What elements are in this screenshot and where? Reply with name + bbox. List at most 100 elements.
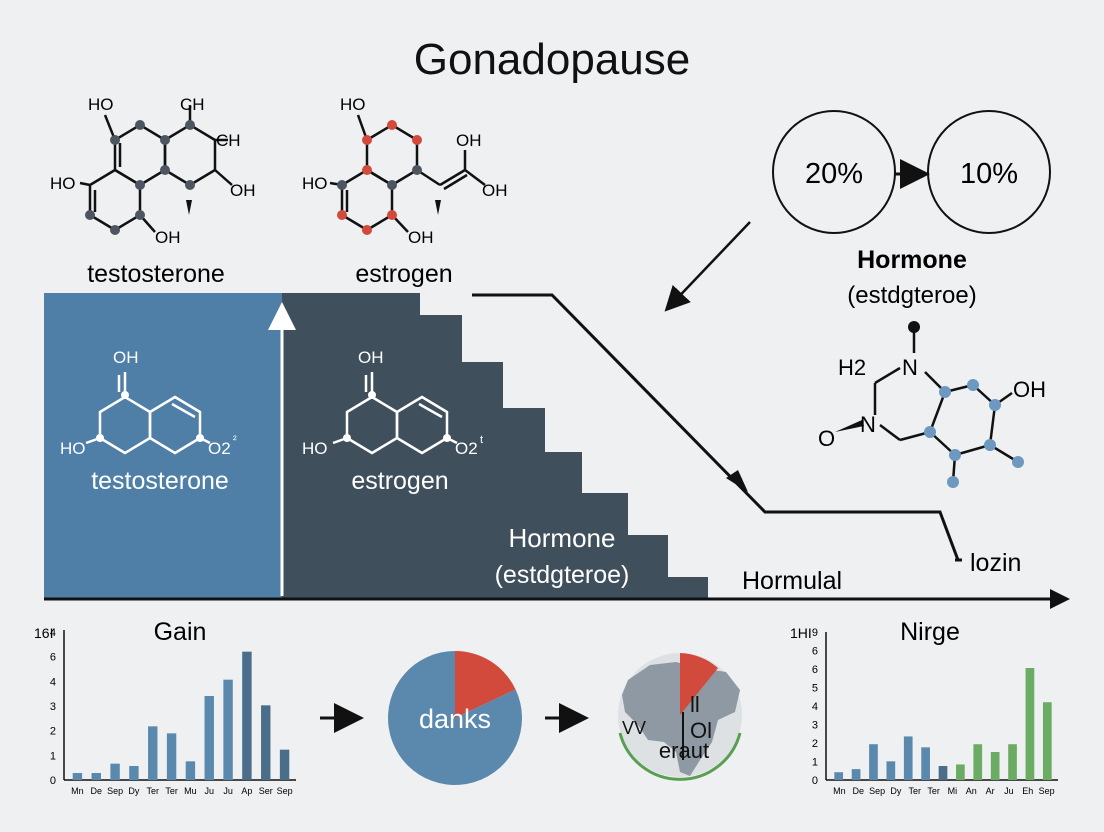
x-tick-label: Mn xyxy=(833,786,846,796)
atom-label: OH xyxy=(358,348,384,367)
estrogen-top-atoms-dark xyxy=(337,165,422,190)
timeline-arrowhead xyxy=(1050,589,1070,609)
globe-landmass xyxy=(622,662,740,776)
testosterone-block-atoms xyxy=(96,391,204,442)
y-tick-label: 4 xyxy=(50,627,56,639)
bar xyxy=(223,679,233,780)
x-tick-label: Mi xyxy=(948,786,958,796)
y-tick-label: 6 xyxy=(812,664,818,676)
atom-label: OH xyxy=(408,228,434,247)
y-tick-label: 5 xyxy=(812,683,818,695)
wedge-bond xyxy=(835,420,864,432)
bar xyxy=(921,747,930,780)
atom-label: H2 xyxy=(838,355,866,380)
atom-label: O2 xyxy=(208,439,231,458)
percent-left: 20% xyxy=(805,158,863,190)
x-tick-label: Ter xyxy=(165,786,178,796)
atom-label: HO xyxy=(60,439,86,458)
diagonal-arrow xyxy=(664,221,751,312)
globe-label: VV xyxy=(622,718,646,738)
y-tick-label: 6 xyxy=(812,646,818,658)
atom-label: CH xyxy=(180,95,205,114)
bar xyxy=(166,733,177,780)
chart-title: Gain xyxy=(154,618,207,646)
x-tick-label: Ju xyxy=(204,786,214,796)
chart-ylabel: 1HI xyxy=(790,625,812,641)
atom-label: ² xyxy=(233,434,237,446)
y-tick-label: 0 xyxy=(50,775,56,787)
decline-arrow-head xyxy=(726,470,748,492)
x-tick-label: Ju xyxy=(1004,786,1014,796)
chart-title: Nirge xyxy=(900,618,960,646)
atom-label: CH xyxy=(216,131,241,150)
bar xyxy=(279,749,290,780)
bar xyxy=(834,772,844,780)
pin-head xyxy=(908,321,920,333)
bar xyxy=(956,764,965,780)
testosterone-top-atoms xyxy=(85,120,195,235)
x-tick-label: Dy xyxy=(890,786,901,796)
atom-label: HO xyxy=(340,95,366,114)
y-tick-label: 2 xyxy=(50,726,56,738)
atom-label: HO xyxy=(50,174,76,193)
atom-label: HO xyxy=(302,439,328,458)
estrogen-top-label: estrogen xyxy=(355,260,452,288)
hormone-right-subtitle: (estdgteroe) xyxy=(847,282,976,309)
bar xyxy=(1008,744,1017,780)
bar xyxy=(129,766,139,780)
pie-slice xyxy=(455,651,516,718)
y-tick-label: 1 xyxy=(50,750,56,762)
y-tick-label: 6 xyxy=(50,652,56,664)
globe-label: ll xyxy=(690,692,700,717)
bar xyxy=(973,744,983,780)
atom-label: OH xyxy=(230,181,256,200)
bar xyxy=(91,773,101,780)
axis-label: Hormulal xyxy=(742,567,842,595)
pie-slice xyxy=(387,651,522,785)
bar xyxy=(242,651,252,780)
wedge-bond xyxy=(435,200,441,215)
bar xyxy=(886,761,896,780)
bar xyxy=(204,696,214,780)
x-tick-label: Ter xyxy=(908,786,921,796)
atom-label: N xyxy=(860,412,876,437)
atom-label: OH xyxy=(113,348,139,367)
bar xyxy=(148,726,158,780)
x-tick-label: Dy xyxy=(128,786,139,796)
y-tick-label: 3 xyxy=(812,720,818,732)
estrogen-block-label: estrogen xyxy=(351,467,448,495)
y-tick-label: 4 xyxy=(812,701,818,713)
bar xyxy=(72,773,83,780)
atom-label: HO xyxy=(88,95,114,114)
testosterone-top-label: testosterone xyxy=(87,260,225,288)
percent-circle-left xyxy=(772,110,896,234)
title: Gonadopause xyxy=(414,35,690,84)
x-tick-label: Sep xyxy=(277,786,293,796)
estrogen-top-atoms xyxy=(337,120,422,235)
bar xyxy=(110,763,120,780)
atom-label: t xyxy=(480,434,483,446)
atom-label: OH xyxy=(482,181,508,200)
globe-rim xyxy=(618,732,742,781)
x-tick-label: Ter xyxy=(146,786,159,796)
atom-label: HO xyxy=(302,174,328,193)
globe-label: eraut xyxy=(659,738,709,763)
pie-chart xyxy=(387,651,522,785)
atom-label: O2 xyxy=(455,439,478,458)
x-tick-label: An xyxy=(966,786,977,796)
x-tick-label: Ar xyxy=(986,786,995,796)
atom-label: OH xyxy=(1013,377,1046,402)
hormone-right-title: Hormone xyxy=(857,246,967,274)
decline-block-title: Hormone xyxy=(509,523,616,553)
x-tick-label: Sep xyxy=(1039,786,1055,796)
rise-arrow-head xyxy=(268,302,296,330)
testosterone-block-label: testosterone xyxy=(91,467,229,495)
x-tick-label: Mn xyxy=(71,786,84,796)
x-tick-label: Ap xyxy=(241,786,252,796)
bar xyxy=(938,766,948,780)
atom-label: OH xyxy=(155,228,181,247)
